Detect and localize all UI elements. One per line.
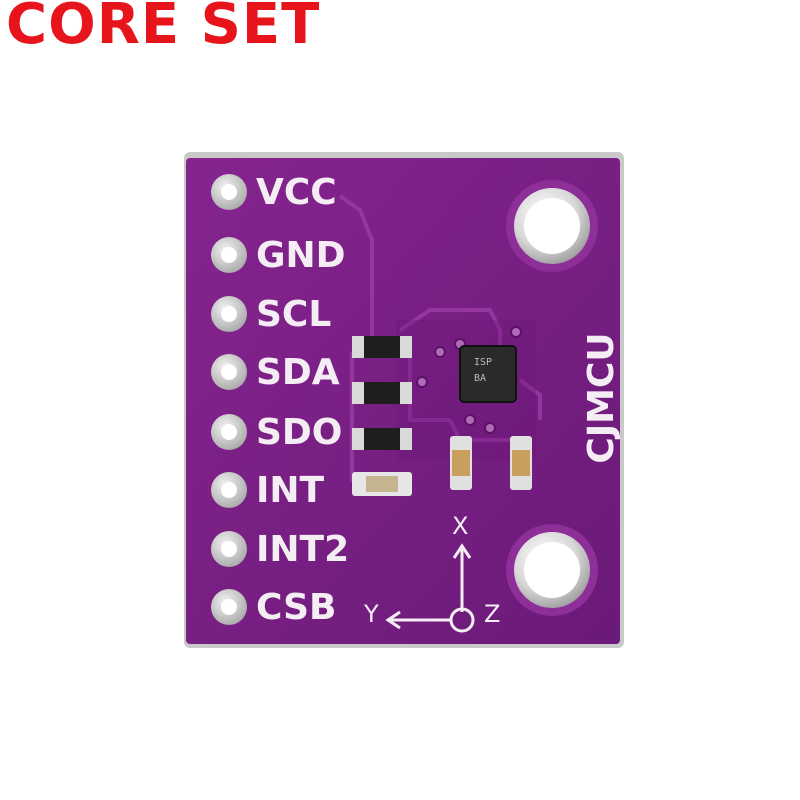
maker-label: CJMCU	[581, 332, 622, 464]
pin-label-sdo: SDO	[256, 412, 343, 453]
brand-logo-text: CORE SET	[6, 0, 321, 57]
vias	[416, 326, 522, 434]
axis-label-z: Z	[484, 600, 501, 628]
pin-label-gnd: GND	[256, 235, 346, 276]
sensor-chip	[459, 345, 517, 403]
pin-label-sda: SDA	[256, 352, 340, 393]
mounting-hole-top	[506, 180, 598, 272]
smd-resistors	[352, 336, 412, 496]
resistor-marking-2: 103	[369, 387, 388, 398]
axis-label-x: X	[452, 512, 469, 540]
chip-marking-line-1: ISP	[474, 357, 493, 368]
pin-label-int: INT	[256, 470, 325, 511]
axis-symbol	[385, 543, 475, 633]
pin-label-csb: CSB	[256, 587, 337, 628]
header-pads	[211, 174, 247, 625]
pin-label-vcc: VCC	[256, 172, 337, 213]
pin-label-scl: SCL	[256, 294, 332, 335]
resistor-marking-1: 103	[369, 341, 388, 352]
smd-capacitors	[450, 436, 532, 490]
axis-label-y: Y	[364, 600, 379, 628]
pin-label-int2: INT2	[256, 529, 350, 570]
chip-marking-line-2: BA	[474, 373, 487, 384]
resistor-marking-3: E01	[369, 433, 388, 444]
mounting-hole-bottom	[506, 524, 598, 616]
